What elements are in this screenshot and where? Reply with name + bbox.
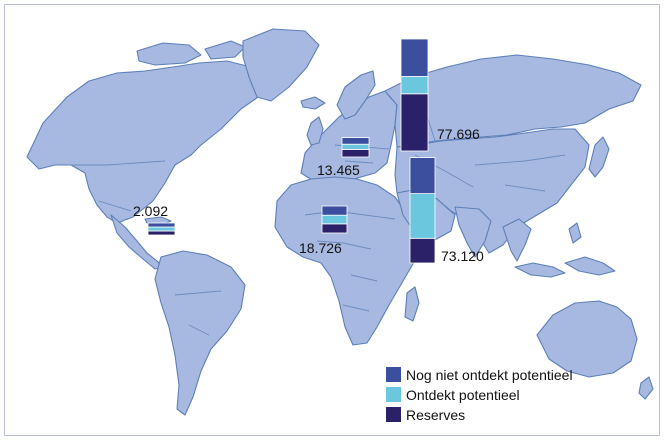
- legend-label: Nog niet ontdekt potentieel: [406, 366, 573, 383]
- arctic-islands-land: [136, 40, 246, 66]
- legend: Nog niet ontdekt potentieel Ontdekt pote…: [385, 365, 655, 425]
- bar-segment: [321, 223, 348, 234]
- data-label: 2.092: [133, 203, 168, 219]
- bar-segment: [400, 93, 429, 152]
- bar-segment: [341, 148, 370, 158]
- legend-swatch: [385, 386, 402, 403]
- indonesia-land: [514, 222, 616, 278]
- country-borders: [67, 108, 566, 336]
- japan-land: [588, 136, 610, 178]
- legend-item: Reserves: [385, 405, 655, 424]
- legend-label: Ontdekt potentieel: [406, 386, 520, 403]
- landmasses: [26, 28, 654, 416]
- data-label: 13.465: [317, 162, 360, 178]
- data-label: 18.726: [299, 240, 342, 256]
- southeast-asia-land: [502, 218, 532, 262]
- bar-group-africa: 18.726: [299, 205, 348, 256]
- scandinavia-land: [336, 70, 376, 120]
- greenland-land: [242, 28, 320, 102]
- bar-group-russia: 77.696: [400, 38, 480, 152]
- bar-segment: [409, 193, 436, 239]
- legend-item: Ontdekt potentieel: [385, 385, 655, 404]
- africa-land: [274, 176, 424, 346]
- bar-group-europe: 13.465: [317, 137, 370, 178]
- south-america-land: [154, 250, 246, 416]
- bar-segment: [321, 214, 348, 225]
- legend-item: Nog niet ontdekt potentieel: [385, 365, 655, 384]
- bar-segment: [400, 38, 429, 77]
- madagascar-land: [404, 286, 420, 322]
- bar-segment: [147, 230, 176, 236]
- bar-segment: [409, 237, 436, 264]
- legend-swatch: [385, 406, 402, 423]
- legend-swatch: [385, 366, 402, 383]
- legend-label: Reserves: [406, 406, 466, 423]
- new-zealand-land: [638, 376, 654, 400]
- north-america-land: [26, 60, 268, 224]
- bar-group-middle-east: 73.120: [409, 157, 484, 264]
- asia-land: [394, 128, 590, 254]
- world-map: 2.092 13.465 77.696 18.726 73.120: [26, 28, 654, 416]
- iceland-land: [300, 96, 326, 110]
- bar-segment: [321, 205, 348, 216]
- bar-segment: [400, 76, 429, 95]
- map-frame: 2.092 13.465 77.696 18.726 73.120 Nog niet o…: [4, 4, 660, 436]
- bar-segment: [147, 222, 176, 228]
- stacked-bars: 2.092 13.465 77.696 18.726 73.120: [133, 38, 484, 264]
- bar-segment: [409, 157, 436, 195]
- india-land: [454, 206, 492, 258]
- data-label: 77.696: [437, 126, 480, 142]
- australia-land: [536, 300, 638, 378]
- british-isles-land: [306, 116, 324, 146]
- bar-group-north-america: 2.092: [133, 203, 176, 236]
- bar-segment: [341, 143, 370, 150]
- bar-segment: [147, 226, 176, 232]
- bar-segment: [341, 137, 370, 145]
- data-label: 73.120: [441, 248, 484, 264]
